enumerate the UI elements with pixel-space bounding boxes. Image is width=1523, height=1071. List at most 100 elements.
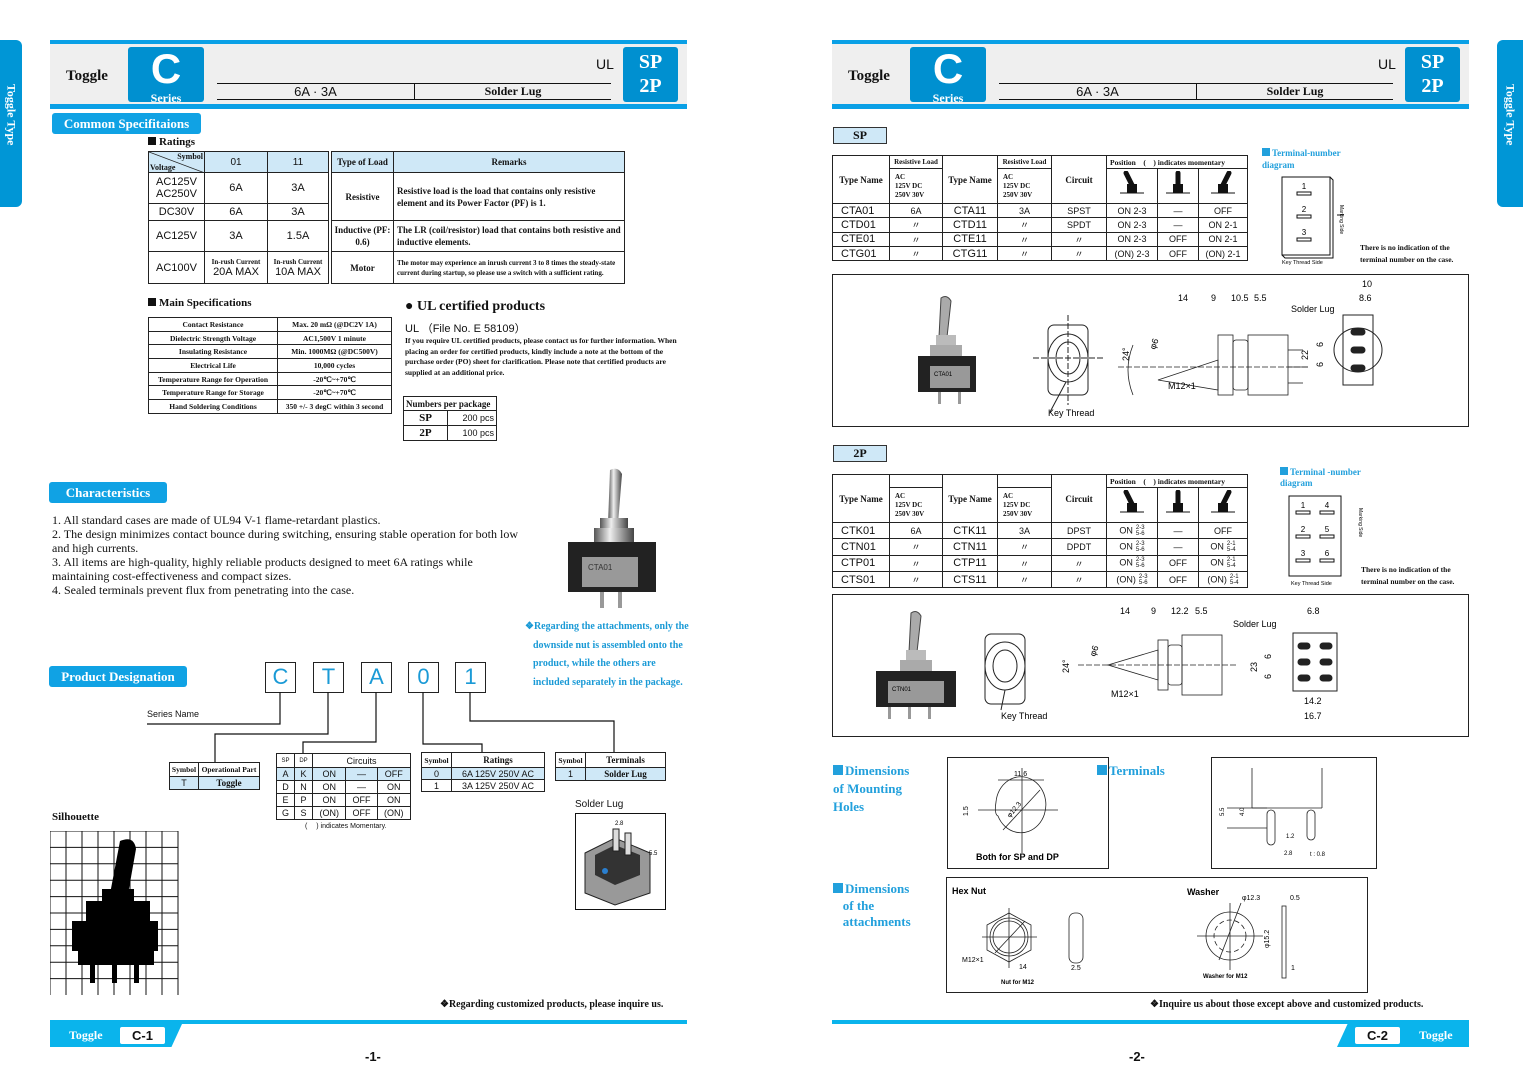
hdr-position: Position ( ) indicates momentary (1106, 474, 1248, 488)
rating-01: 〃 (889, 231, 943, 247)
hdr-remarks: Remarks (393, 151, 625, 173)
position-1: ON (311, 793, 347, 807)
inrush-label: In-rush Current (211, 257, 261, 266)
designation-letter-circuit: A (361, 662, 392, 693)
spec-name: Temperature Range for Operation (148, 371, 278, 387)
side-tab-right[interactable]: Toggle Type (1497, 40, 1523, 207)
attachment-note: ❖Regarding the attachments, only the dow… (525, 621, 689, 688)
inrush-label: In-rush Current (273, 257, 323, 266)
terminals-a: 2-3 (1135, 540, 1145, 547)
dim-label: 14 (1120, 606, 1130, 616)
position-3: OFF (1198, 521, 1248, 540)
terminal-number: 6 (1325, 549, 1330, 558)
package-type: SP (403, 410, 448, 426)
hdr-v2: 250V 30V (1003, 190, 1033, 199)
col-11: 11 (267, 151, 329, 173)
side-tab-left[interactable]: Toggle Type (0, 40, 22, 207)
position-1: ON 2-3 (1106, 202, 1158, 219)
dim-label: 0.5 (1290, 895, 1300, 902)
rating-01: 〃 (889, 554, 943, 572)
dim-label: 23 (1249, 662, 1259, 672)
op-part: Toggle (198, 776, 260, 790)
position-2: — (1157, 202, 1199, 219)
position-1: (ON) (311, 806, 347, 820)
inquire-note: ❖Inquire us about those except above and… (1150, 999, 1424, 1010)
hdr-circuit: Circuit (1051, 155, 1107, 204)
terminal-symbol: 1 (555, 767, 586, 781)
type-name-01: CTD01 (832, 217, 890, 233)
terminals-a: 2-3 (1135, 524, 1145, 531)
spec-name: Contact Resistance (148, 317, 278, 332)
state: ON (1119, 525, 1133, 536)
footer-category: Toggle (69, 1028, 103, 1042)
hdr-symbol: Symbol (421, 752, 452, 768)
spec-name: Temperature Range for Storage (148, 385, 278, 401)
photo-label: CTA01 (588, 563, 613, 572)
terminal-number: 3 (1302, 228, 1307, 237)
position-2: — (1157, 521, 1199, 540)
hdr-symbol: Symbol (169, 762, 199, 777)
voltage: DC30V (148, 203, 205, 221)
terminals-b: 5-6 (1135, 546, 1145, 553)
terminals-b: 5-6 (1135, 530, 1145, 537)
value-11: 1.5A (267, 220, 329, 252)
dim-label: 11.6 (1014, 771, 1027, 778)
pole-sp: SP (638, 51, 663, 73)
bullet-icon: ● (405, 299, 414, 314)
value-01: 3A (204, 220, 268, 252)
characteristics-list: 1. All standard cases are made of UL94 V… (52, 513, 522, 597)
sp-section-label: SP (833, 127, 887, 144)
circuit: 〃 (1051, 570, 1107, 589)
page-number: -1- (365, 1049, 381, 1064)
title-line: Holes (833, 799, 865, 814)
load-remark: The motor may experience an inrush curre… (393, 251, 625, 284)
hdr-v2: 250V 30V (895, 190, 925, 199)
dim-label: M12×1 (962, 957, 984, 964)
dim-label: 9 (1151, 606, 1156, 616)
title-text: Terminals (1109, 763, 1165, 778)
main-spec-title: Main Specifications (148, 297, 252, 309)
dim-label: φ6 (1147, 337, 1160, 351)
type-name-11: CTG11 (942, 245, 998, 262)
package-type: 2P (403, 425, 448, 441)
dp-terminal-diagram-title: Terminal -number diagram (1280, 467, 1370, 489)
terminal-note: There is no indication of the terminal n… (1361, 565, 1455, 586)
voltage: AC125V AC250V (148, 172, 205, 204)
dim-label: 1 (1291, 965, 1295, 972)
load-remark: Resistive load is the load that contains… (393, 172, 625, 221)
circuit: 〃 (1051, 245, 1107, 262)
header-terminal: Solder Lug (1266, 84, 1324, 98)
ul-mark: UL (1378, 56, 1396, 72)
terminals-title: Terminals (1097, 762, 1165, 779)
spec-name: Electrical Life (148, 358, 278, 373)
package-title: Numbers per package (403, 396, 497, 411)
hdr-voltage: Voltage (150, 163, 176, 172)
sp-symbol: E (276, 793, 295, 807)
dim-label: 1.2 (1286, 834, 1295, 840)
rating-symbol: 1 (421, 779, 452, 792)
ul-mark: UL (596, 56, 614, 72)
dim-label: φ6 (1087, 644, 1100, 658)
dim-label: 14.2 (1304, 696, 1322, 706)
header-rating: 6A · 3A (217, 84, 415, 99)
hdr-v1: 125V DC (1003, 181, 1031, 190)
dim-label: 14 (1178, 293, 1188, 303)
